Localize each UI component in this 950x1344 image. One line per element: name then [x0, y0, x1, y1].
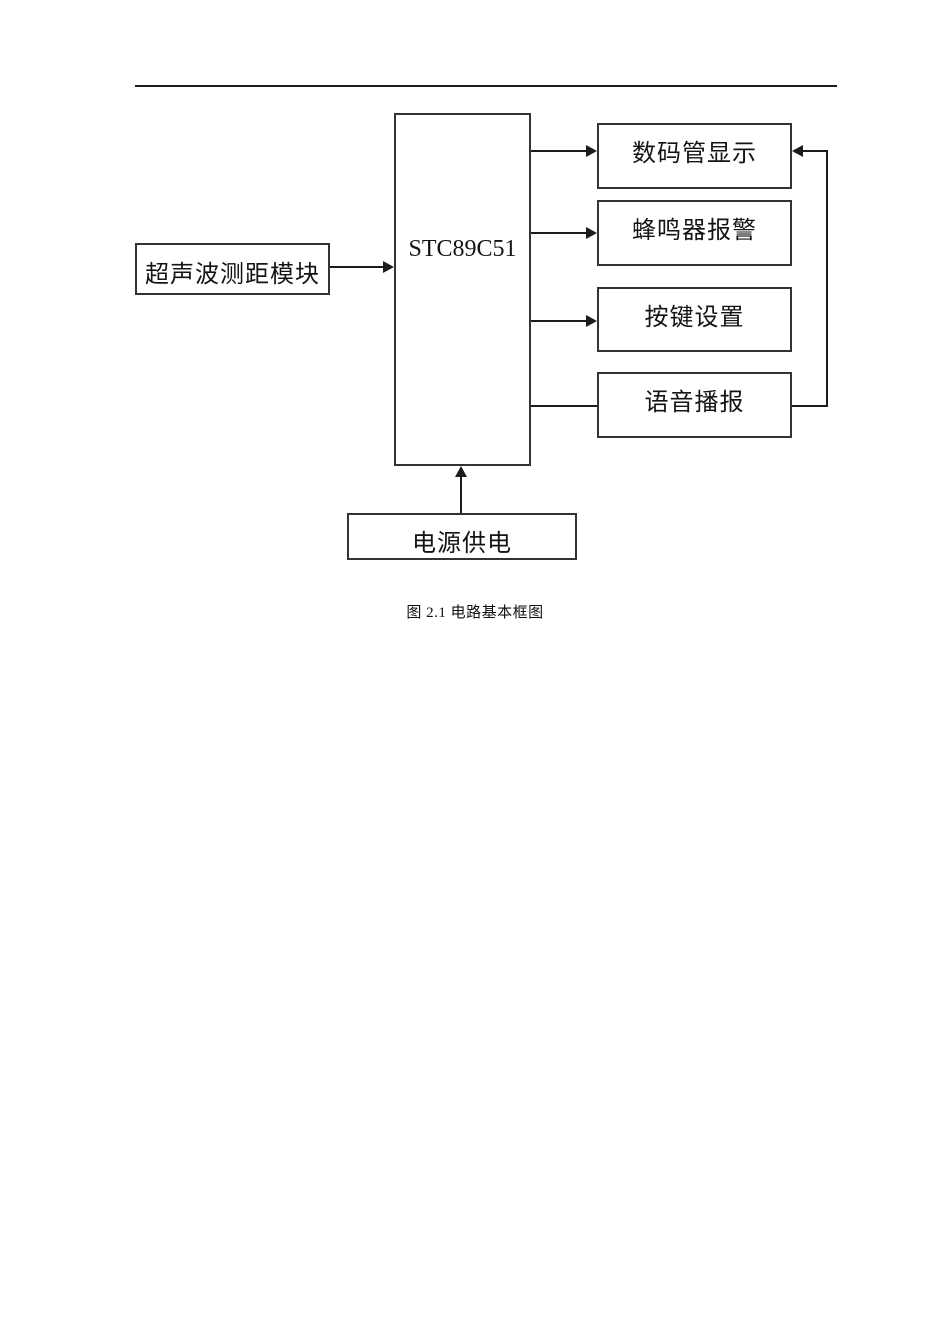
node-voice-label: 语音播报 — [644, 390, 745, 416]
connector-mcu-to-keypad — [531, 320, 588, 322]
node-power-supply: 电源供电 — [347, 513, 577, 560]
node-mcu-stc89c51: STC89C51 — [394, 113, 531, 466]
node-buzzer-label: 蜂鸣器报警 — [632, 218, 757, 244]
node-buzzer-alarm: 蜂鸣器报警 — [597, 200, 792, 266]
node-ultrasonic-label: 超声波测距模块 — [145, 262, 320, 288]
arrowhead-into-buzzer-icon — [586, 227, 597, 239]
feedback-line-bottom-segment — [792, 405, 828, 407]
feedback-line-vertical-segment — [826, 150, 828, 407]
node-display-label: 数码管显示 — [632, 141, 757, 167]
node-voice-broadcast: 语音播报 — [597, 372, 792, 438]
node-ultrasonic-module: 超声波测距模块 — [135, 243, 330, 295]
node-keypad-label: 按键设置 — [644, 305, 745, 331]
arrowhead-into-keypad-icon — [586, 315, 597, 327]
arrowhead-into-mcu-icon — [383, 261, 394, 273]
connector-power-to-mcu — [460, 477, 462, 513]
arrowhead-into-display-right-icon — [792, 145, 803, 157]
node-mcu-label: STC89C51 — [408, 236, 517, 262]
arrowhead-into-mcu-bottom-icon — [455, 466, 467, 477]
figure-caption: 图 2.1 电路基本框图 — [406, 605, 544, 621]
node-digital-display: 数码管显示 — [597, 123, 792, 189]
connector-mcu-to-voice — [531, 405, 597, 407]
node-key-settings: 按键设置 — [597, 287, 792, 352]
node-power-label: 电源供电 — [412, 531, 512, 557]
arrowhead-into-display-icon — [586, 145, 597, 157]
connector-ultrasonic-to-mcu — [330, 266, 386, 268]
connector-mcu-to-display — [531, 150, 588, 152]
connector-mcu-to-buzzer — [531, 232, 588, 234]
feedback-line-top-segment — [802, 150, 828, 152]
header-rule — [135, 85, 837, 87]
